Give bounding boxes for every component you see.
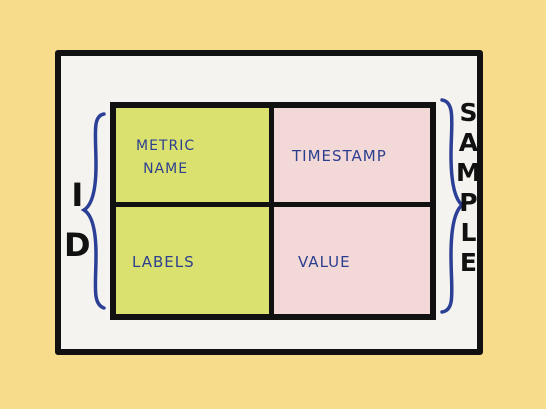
sample-letter: L	[460, 218, 477, 247]
sample-letter: A	[458, 128, 479, 157]
sample-letter: E	[459, 248, 477, 277]
timestamp-label: Timestamp	[292, 142, 387, 168]
sample-letter: M	[456, 158, 481, 187]
id-letter: D	[64, 226, 91, 264]
labels-label: Labels	[132, 247, 195, 273]
timestamp-cell: Timestamp	[274, 108, 430, 207]
labels-cell: Labels	[116, 207, 274, 314]
metric-label-line1: Metric	[136, 131, 196, 155]
series-grid: Metric Name Timestamp Labels Value	[110, 102, 436, 320]
value-cell: Value	[274, 207, 430, 314]
sample-letter: P	[459, 188, 478, 217]
id-letter: I	[71, 176, 84, 214]
metric-name-cell: Metric Name	[116, 108, 274, 207]
right-brace-icon	[440, 98, 465, 314]
name-label-line2: Name	[143, 154, 189, 178]
sample-letter: S	[459, 98, 478, 127]
left-brace-icon	[80, 112, 106, 310]
value-label: Value	[298, 247, 351, 273]
